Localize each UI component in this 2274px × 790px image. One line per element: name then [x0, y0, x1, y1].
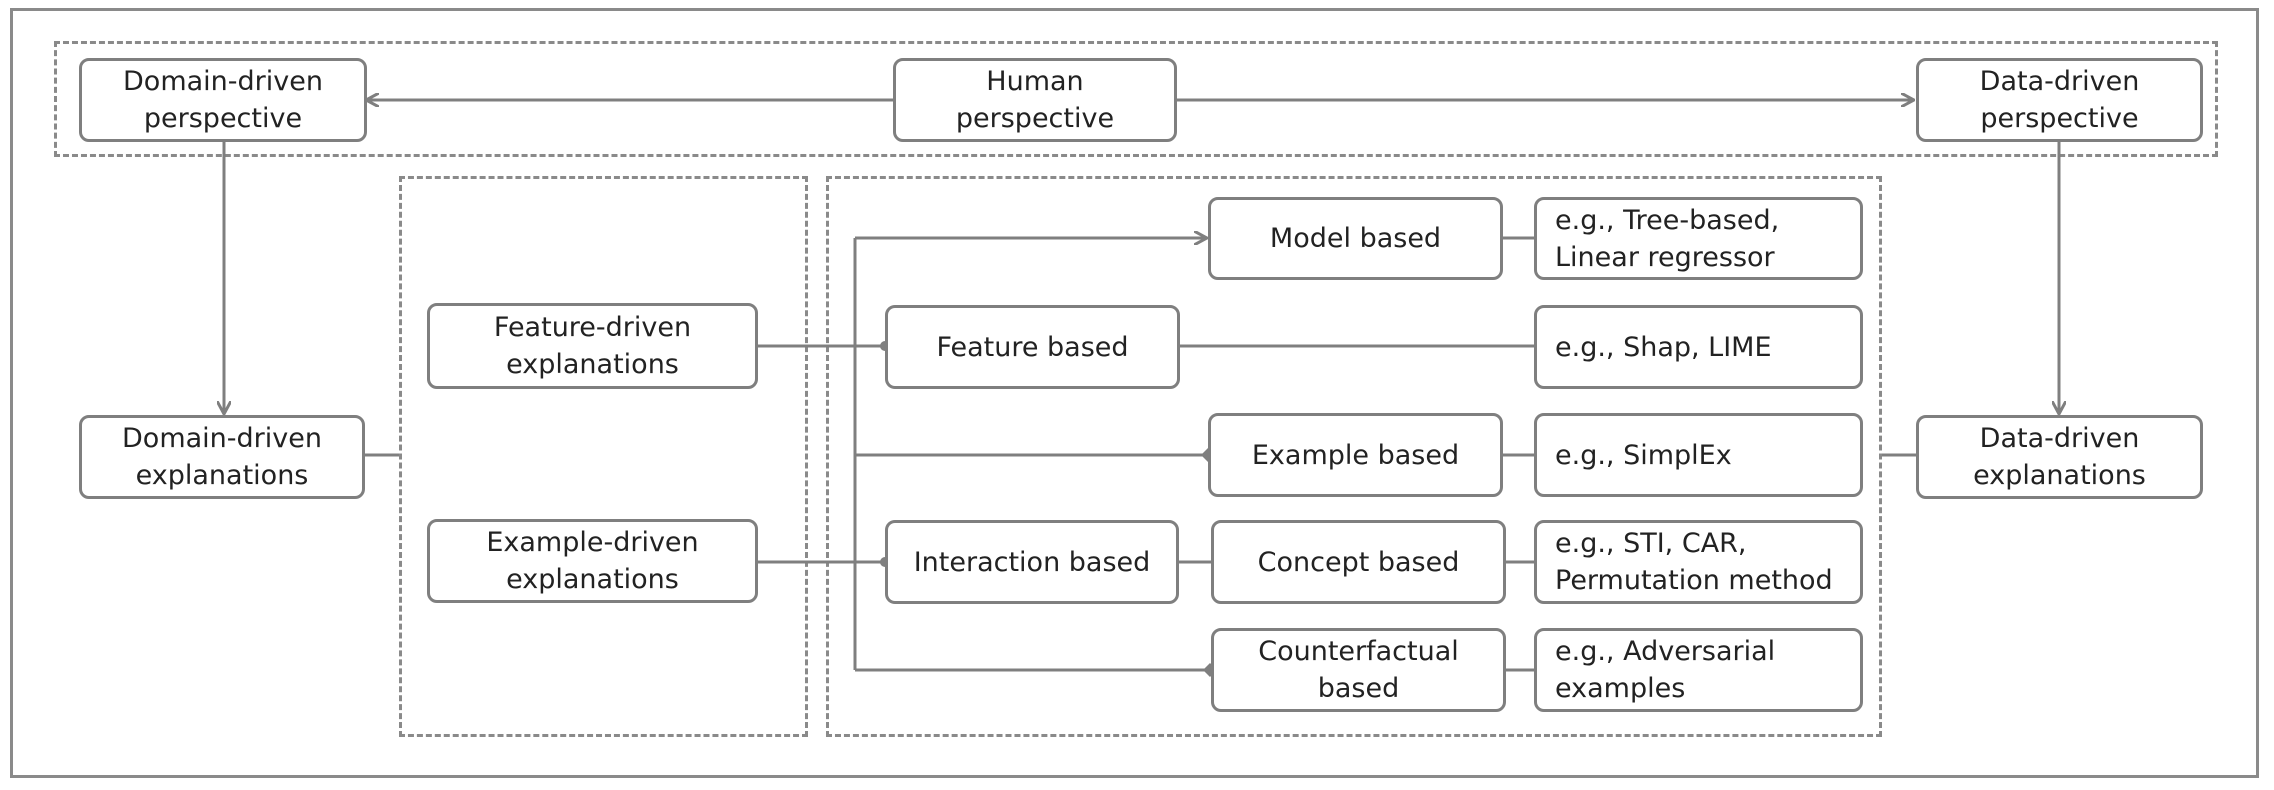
method-group	[826, 176, 1882, 737]
feature-driven-node: Feature-driven explanations	[427, 303, 758, 389]
explanation-type-group	[399, 176, 808, 737]
feature-based-node: Feature based	[885, 305, 1180, 389]
domain-explanations-node: Domain-driven explanations	[79, 415, 365, 499]
outer-frame	[10, 8, 2259, 778]
eg-feature-node: e.g., Shap, LIME	[1534, 305, 1863, 389]
model-based-node: Model based	[1208, 197, 1503, 280]
eg-model-node: e.g., Tree-based, Linear regressor	[1534, 197, 1863, 280]
data-explanations-node: Data-driven explanations	[1916, 415, 2203, 499]
interaction-based-node: Interaction based	[885, 520, 1179, 604]
example-based-node: Example based	[1208, 413, 1503, 497]
data-perspective-node: Data-driven perspective	[1916, 58, 2203, 142]
example-driven-node: Example-driven explanations	[427, 519, 758, 603]
perspective-group	[54, 41, 2218, 157]
counterfactual-based-node: Counterfactual based	[1211, 628, 1506, 712]
eg-concept-node: e.g., STI, CAR, Permutation method	[1534, 520, 1863, 604]
domain-perspective-node: Domain-driven perspective	[79, 58, 367, 142]
eg-counterfactual-node: e.g., Adversarial examples	[1534, 628, 1863, 712]
eg-example-node: e.g., SimplEx	[1534, 413, 1863, 497]
human-perspective-node: Human perspective	[893, 58, 1177, 142]
concept-based-node: Concept based	[1211, 520, 1506, 604]
